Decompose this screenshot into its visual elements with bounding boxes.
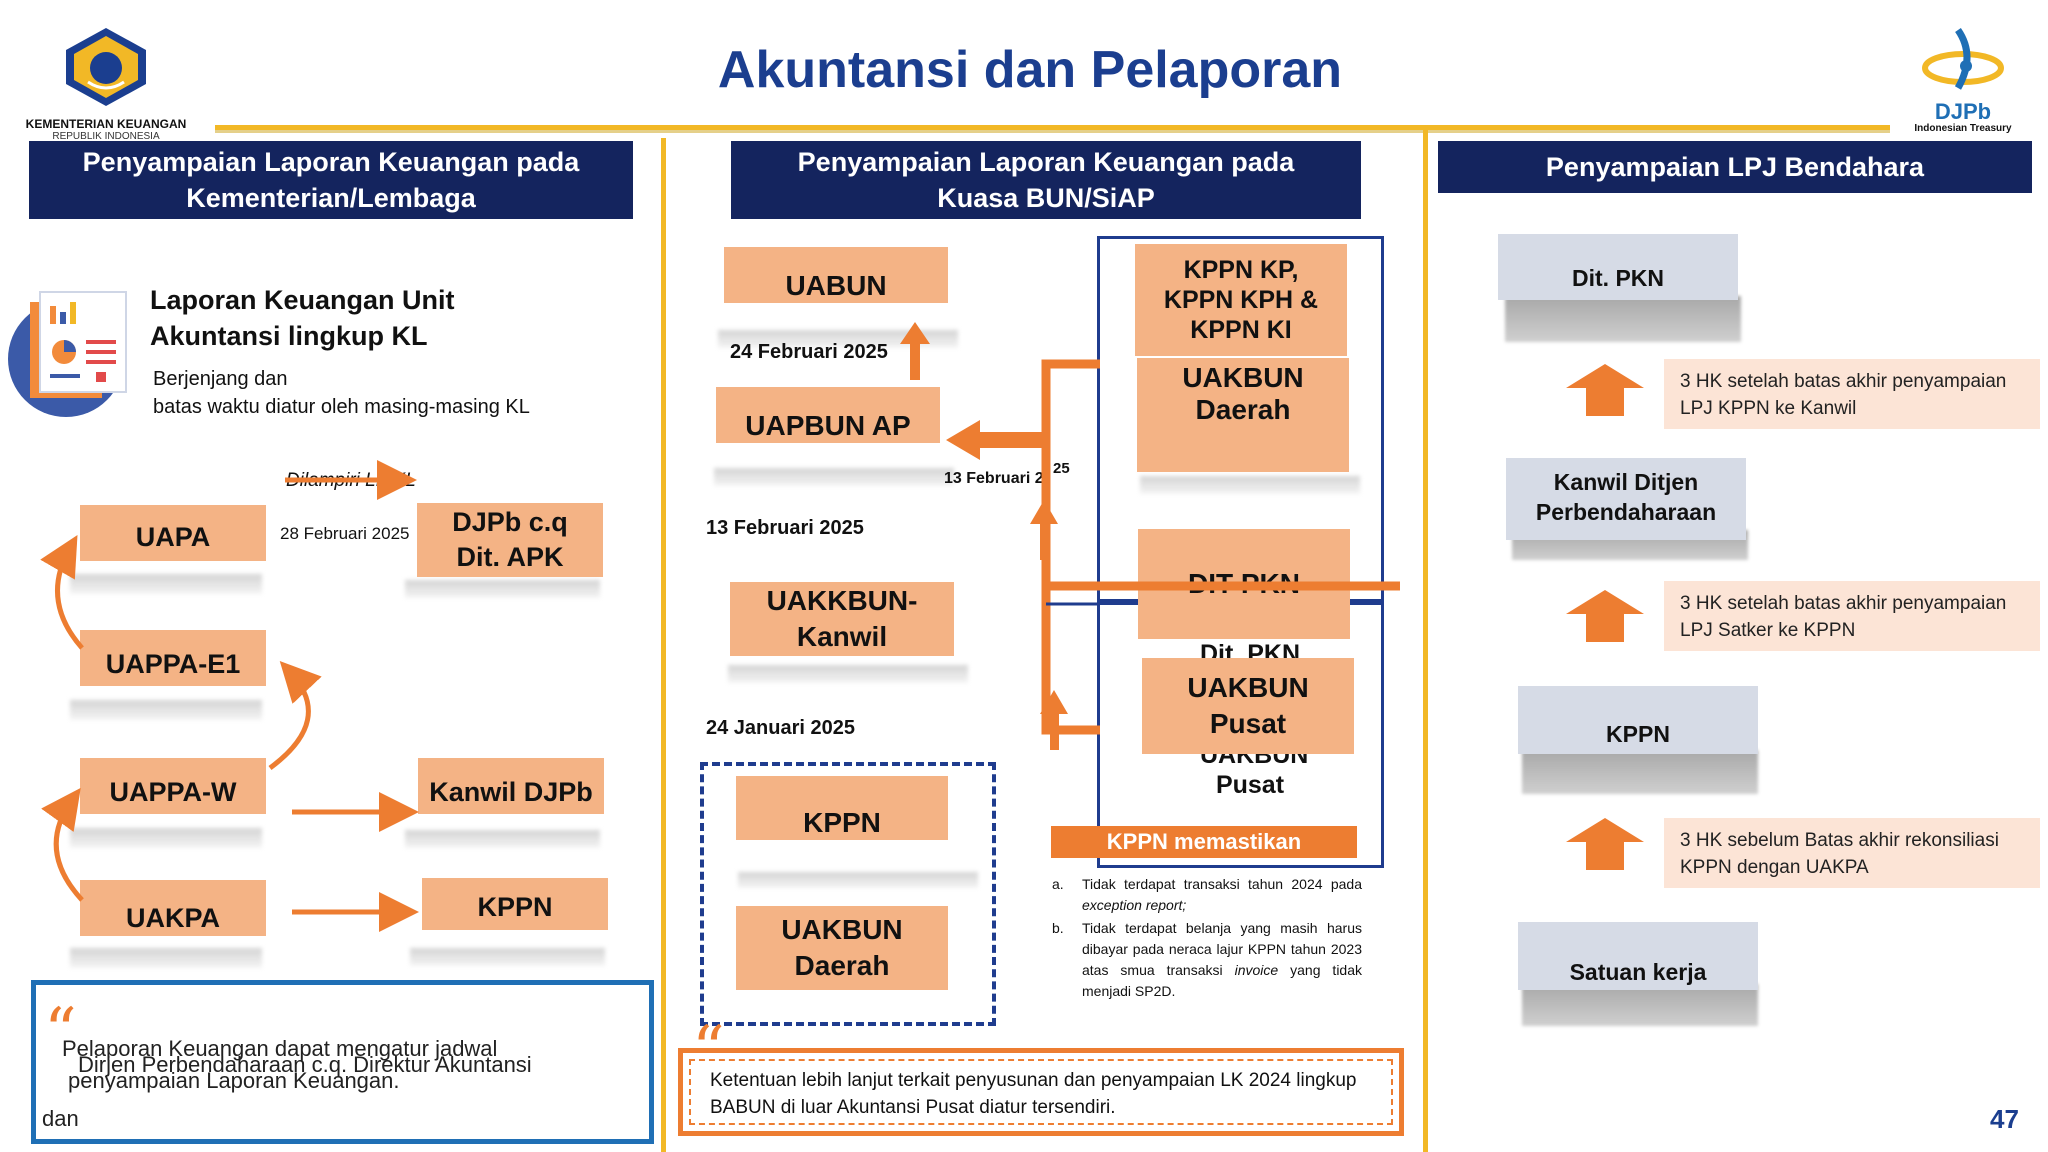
col2-date-4: 13 Februari 2 [944, 470, 1044, 487]
lpj-note-1: 3 HK setelah batas akhir penyampaian LPJ… [1664, 359, 2040, 429]
quote-overlap: Dirjen Perbendaharaan c.q. Direktur Akun… [78, 1052, 532, 1077]
logo-left-line2: REPUBLIK INDONESIA [52, 131, 160, 142]
kemenkeu-logo: KEMENTERIAN KEUANGAN REPUBLIK INDONESIA [18, 24, 194, 142]
kppn-box-col2: KPPN [736, 776, 948, 840]
col2-date-1: 24 Februari 2025 [730, 341, 888, 363]
list-text-em: invoice [1234, 962, 1279, 978]
list-item: b. Tidak terdapat belanja yang masih har… [1052, 918, 1362, 1002]
uakpa-box: UAKPA [80, 880, 266, 936]
kppn-dashed-group [700, 762, 996, 1026]
quote-line2: penyampaian Laporan Keuangan. [68, 1068, 400, 1093]
col2-date-2: 13 Februari 2025 [706, 517, 864, 539]
col1-date-label: 28 Februari 2025 [280, 524, 410, 543]
kppn-memastikan-list: a. Tidak terdapat transaksi tahun 2024 p… [1052, 874, 1362, 1002]
lpj-note-3: 3 HK sebelum Batas akhir rekonsiliasi KP… [1664, 818, 2040, 888]
djpb-logo: DJPb Indonesian Treasury [1908, 26, 2018, 138]
kemenkeu-emblem-icon [66, 28, 146, 106]
column-divider-1 [661, 138, 666, 1152]
list-text: Tidak terdapat transaksi tahun 2024 pada [1082, 876, 1362, 892]
col2-date-3: 24 Januari 2025 [706, 717, 855, 739]
list-item: a. Tidak terdapat transaksi tahun 2024 p… [1052, 874, 1362, 916]
col1-heading: Penyampaian Laporan Keuangan pada Kement… [29, 141, 633, 219]
uakkbun-kanwil-box: UAKKBUN-Kanwil [730, 582, 954, 656]
col2-date-4-tail: 25 [1053, 460, 1070, 477]
uakbun-pusat-box: UAKBUN Pusat [1142, 658, 1354, 754]
logo-left-line1: KEMENTERIAN KEUANGAN [25, 117, 187, 131]
uakbun-daerah-right-box: UAKBUN Daerah [1137, 358, 1349, 472]
dit-pkn-lpj-box: Dit. PKN [1498, 234, 1738, 300]
info-line1: Berjenjang dan [153, 368, 288, 390]
quote-dan: dan [42, 1106, 79, 1131]
satuan-kerja-box: Satuan kerja [1518, 922, 1758, 990]
page-title: Akuntansi dan Pelaporan [717, 41, 1343, 99]
quote-mark-icon: “ [44, 995, 77, 1069]
quote-mark-icon: “ [692, 1013, 725, 1087]
col2-heading: Penyampaian Laporan Keuangan pada Kuasa … [731, 141, 1361, 219]
col2-arrows [900, 322, 1400, 750]
quote-line1: Pelaporan Keuangan dapat mengatur jadwal [62, 1036, 498, 1061]
list-text-post: yang tidak menjadi SP2D. [1082, 962, 1363, 999]
col2-note-box [678, 1048, 1404, 1136]
djpb-emblem-icon [1922, 28, 2004, 90]
uapbun-ap-box: UAPBUN AP [716, 387, 940, 443]
uappa-w-box: UAPPA-W [80, 758, 266, 814]
uappa-e1-box: UAPPA-E1 [80, 630, 266, 686]
col3-arrows [1566, 364, 1644, 870]
page-number: 47 [1990, 1104, 2019, 1134]
col3-heading: Penyampaian LPJ Bendahara [1438, 141, 2032, 193]
column-divider-2 [1423, 130, 1428, 1152]
list-marker: b. [1052, 920, 1064, 936]
kanwil-djpb-box: Kanwil DJPb [418, 758, 604, 814]
header-divider-shadow [215, 130, 1890, 133]
dit-pkn-hidden: Dit. PKN [1200, 642, 1300, 658]
uapa-box: UAPA [80, 505, 266, 561]
djpb-dit-apk-box: DJPb c.q Dit. APK [417, 503, 603, 577]
kanwil-ditjen-box: Kanwil Ditjen Perbendaharaan [1506, 458, 1746, 540]
lpj-note-2: 3 HK setelah batas akhir penyampaian LPJ… [1664, 581, 2040, 651]
list-text: Tidak terdapat belanja yang masih harus … [1082, 920, 1362, 978]
col1-arrows [40, 460, 419, 932]
uakbun-daerah-bottom-box: UAKBUN Daerah [736, 906, 948, 990]
list-text-em: exception report; [1082, 897, 1187, 913]
kppn-box-col1: KPPN [422, 878, 608, 930]
logo-right-main: DJPb [1934, 99, 1992, 124]
info-title: Laporan Keuangan Unit Akuntansi lingkup … [150, 285, 455, 352]
logo-right-sub: Indonesian Treasury [1914, 123, 2012, 134]
kppn-lpj-box: KPPN [1518, 686, 1758, 754]
uabun-box: UABUN [724, 247, 948, 303]
col2-note-text: Ketentuan lebih lanjut terkait penyusuna… [710, 1070, 1357, 1118]
list-marker: a. [1052, 876, 1064, 892]
kppn-memastikan-banner: KPPN memastikan [1051, 826, 1357, 858]
report-icon [6, 284, 136, 422]
col1-quote-box [31, 980, 654, 1144]
kppn-kp-group-box: KPPN KP, KPPN KPH & KPPN KI [1135, 244, 1347, 356]
header-divider [215, 125, 1890, 130]
info-line2: batas waktu diatur oleh masing-masing KL [153, 396, 530, 418]
